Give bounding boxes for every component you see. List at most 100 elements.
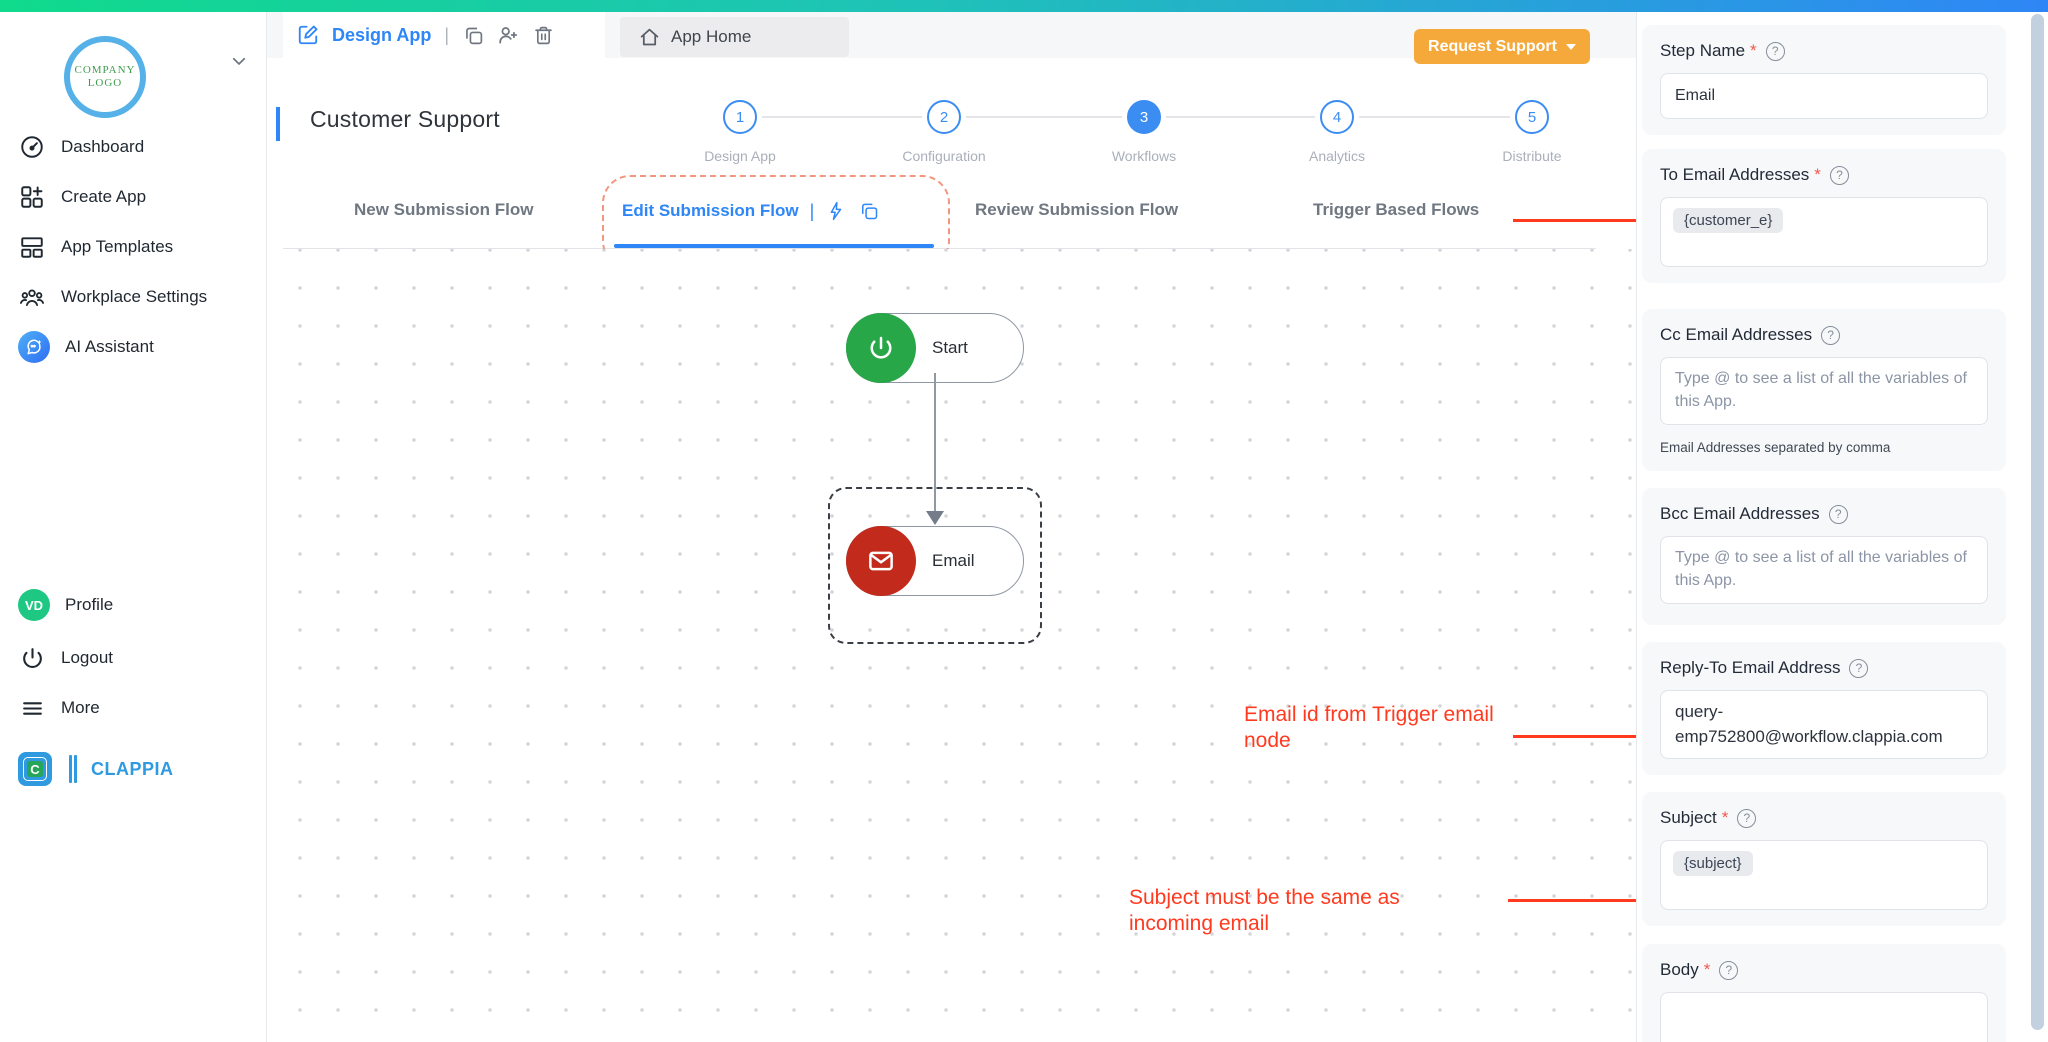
design-app-button[interactable]: Design App	[332, 24, 432, 45]
sidebar-item-dashboard[interactable]: Dashboard	[0, 130, 266, 164]
step-label: Configuration	[902, 148, 986, 164]
help-icon[interactable]: ?	[1849, 658, 1869, 678]
stepper-step-workflows[interactable]: 3 Workflows	[1084, 100, 1204, 164]
sidebar-item-app-templates[interactable]: App Templates	[0, 230, 266, 264]
tab-review-submission-flow[interactable]: Review Submission Flow	[975, 200, 1179, 219]
title-accent-bar	[276, 107, 280, 141]
start-node-label: Start	[932, 338, 968, 357]
stepper-step-configuration[interactable]: 2 Configuration	[884, 100, 1004, 164]
avatar: VD	[18, 589, 50, 621]
copy-icon[interactable]	[462, 24, 484, 46]
sidebar-item-label: Workplace Settings	[61, 287, 208, 306]
field-card-body: Body * ?	[1642, 944, 2006, 1042]
email-node[interactable]: Email	[845, 526, 1024, 596]
step-label: Design App	[704, 148, 776, 164]
variable-chip[interactable]: {subject}	[1673, 851, 1753, 877]
stepper-connector	[1359, 116, 1510, 118]
stepper-connector	[762, 116, 922, 118]
hamburger-icon	[18, 694, 46, 722]
workplace-settings-icon	[18, 283, 46, 311]
clappia-brand-name: CLAPPIA	[91, 758, 174, 779]
app-home-button[interactable]: App Home	[620, 17, 849, 57]
field-label: Step Name	[1660, 41, 1746, 60]
field-label: Bcc Email Addresses	[1660, 504, 1820, 523]
annotation-subject: Subject must be the same as incoming ema…	[1129, 886, 1400, 936]
workflow-canvas[interactable]: Start Email Email id from Trigger email …	[267, 249, 1636, 1042]
step-name-input[interactable]	[1660, 73, 1988, 119]
stepper-connector	[966, 116, 1122, 118]
step-label: Analytics	[1308, 148, 1366, 164]
help-icon[interactable]: ?	[1737, 808, 1757, 828]
stepper-step-distribute[interactable]: 5 Distribute	[1472, 100, 1592, 164]
company-logo-line2: LOGO	[87, 77, 123, 89]
email-node-label: Email	[932, 551, 975, 570]
clappia-logo-icon: C	[18, 752, 52, 786]
field-label: To Email Addresses	[1660, 165, 1810, 184]
tab-trigger-based-flows[interactable]: Trigger Based Flows	[1313, 200, 1480, 219]
step-label: Distribute	[1502, 148, 1562, 164]
page-scrollbar-thumb[interactable]	[2031, 14, 2044, 1030]
profile-label: Profile	[65, 595, 114, 614]
tab-edit-submission-flow[interactable]: Edit Submission Flow	[622, 201, 799, 220]
sidebar-item-label: AI Assistant	[65, 337, 154, 356]
field-card-subject: Subject * ? {subject}	[1642, 792, 2006, 927]
stepper-step-analytics[interactable]: 4 Analytics	[1277, 100, 1397, 164]
help-icon[interactable]: ?	[1821, 325, 1841, 345]
sidebar-item-workplace-settings[interactable]: Workplace Settings	[0, 280, 266, 314]
more-label: More	[61, 698, 100, 717]
request-support-button[interactable]: Request Support	[1414, 29, 1590, 64]
connector-line	[934, 373, 936, 513]
to-email-input[interactable]: {customer_e}	[1660, 197, 1988, 267]
home-icon	[638, 26, 660, 48]
stepper-step-design-app[interactable]: 1 Design App	[680, 100, 800, 164]
required-mark: *	[1721, 808, 1729, 828]
lightning-icon[interactable]	[825, 200, 847, 222]
help-icon[interactable]: ?	[1828, 504, 1848, 524]
body-input[interactable]	[1660, 992, 1988, 1042]
required-mark: *	[1750, 41, 1757, 60]
bcc-email-input[interactable]	[1660, 536, 1988, 604]
help-icon[interactable]: ?	[1765, 41, 1785, 61]
start-node[interactable]: Start	[845, 313, 1024, 383]
company-logo-line1: COMPANY	[74, 64, 136, 77]
help-icon[interactable]: ?	[1719, 960, 1739, 980]
chevron-down-icon[interactable]	[230, 52, 248, 70]
step-label: Workflows	[1111, 148, 1177, 164]
sidebar-item-label: Create App	[61, 187, 147, 206]
step-number: 5	[1515, 100, 1549, 134]
cc-email-input[interactable]	[1660, 357, 1988, 425]
trash-icon[interactable]	[532, 24, 554, 46]
annotation-arrow-subject	[1508, 893, 1661, 907]
reply-to-input[interactable]: query-emp752800@workflow.clappia.com	[1660, 690, 1988, 760]
copy-flow-icon[interactable]	[858, 200, 880, 222]
sidebar-item-more[interactable]: More	[0, 691, 266, 725]
help-icon[interactable]: ?	[1829, 165, 1849, 185]
power-icon	[18, 644, 46, 672]
logout-label: Logout	[61, 648, 113, 667]
sidebar-item-ai-assistant[interactable]: AI Assistant	[0, 330, 266, 364]
sidebar-item-create-app[interactable]: Create App	[0, 180, 266, 214]
add-user-icon[interactable]	[497, 24, 519, 46]
ai-assistant-icon	[18, 331, 50, 363]
step-number: 3	[1127, 100, 1161, 134]
active-tab-underline	[614, 244, 934, 248]
email-node-selection-box[interactable]	[828, 487, 1042, 644]
field-label: Reply-To Email Address	[1660, 658, 1841, 677]
required-mark: *	[1703, 960, 1711, 980]
app-templates-icon	[18, 233, 46, 261]
subject-input[interactable]: {subject}	[1660, 840, 1988, 911]
variable-chip[interactable]: {customer_e}	[1673, 208, 1784, 233]
sidebar-item-logout[interactable]: Logout	[0, 641, 266, 675]
step-number: 1	[723, 100, 757, 134]
annotation-email-id: Email id from Trigger email node	[1244, 703, 1494, 753]
tab-new-submission-flow[interactable]: New Submission Flow	[354, 200, 534, 219]
stepper-connector	[1166, 116, 1315, 118]
sidebar-item-profile[interactable]: VD Profile	[0, 588, 266, 622]
clappia-brand[interactable]: C CLAPPIA	[18, 752, 174, 786]
company-logo[interactable]: COMPANY LOGO	[64, 36, 146, 118]
properties-panel: Step Name * ? To Email Addresses * ? {cu…	[1636, 12, 2048, 1042]
dashboard-gauge-icon	[18, 133, 46, 161]
edit-pencil-icon[interactable]	[297, 24, 319, 46]
cc-helper-text: Email Addresses separated by comma	[1660, 440, 1891, 455]
tabs-bottom-border	[283, 248, 1596, 249]
